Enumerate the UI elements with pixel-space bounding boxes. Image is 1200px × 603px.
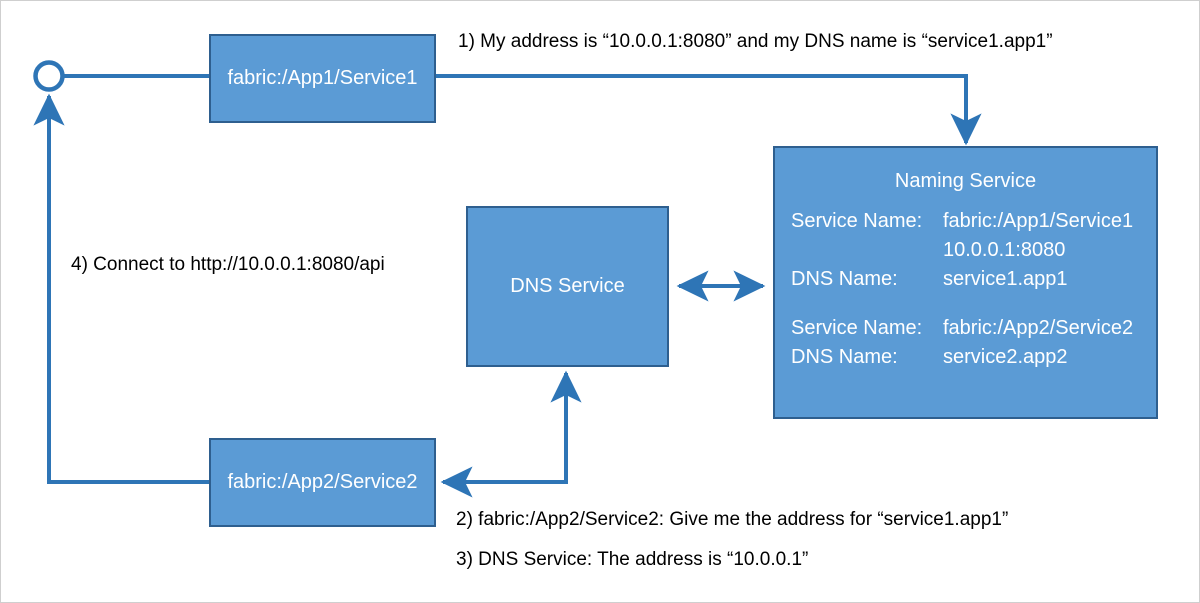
annotation-step-1: 1) My address is “10.0.0.1:8080” and my … — [458, 31, 1053, 52]
naming-record-2-service-name-value: fabric:/App2/Service2 — [943, 317, 1134, 339]
naming-record-1-dns-name: DNS Name: service1.app1 — [791, 265, 1156, 294]
annotation-step-2: 2) fabric:/App2/Service2: Give me the ad… — [456, 509, 1009, 530]
node-service2-label: fabric:/App2/Service2 — [227, 471, 418, 493]
node-dns-service-label: DNS Service — [510, 275, 625, 297]
connector-service2-to-dns — [440, 370, 582, 498]
naming-record-1-dns-name-value: service1.app1 — [943, 268, 1068, 290]
naming-record-2-service-name-key: Service Name: — [791, 317, 923, 339]
node-naming-service-title: Naming Service — [894, 170, 1037, 192]
naming-record-1-address: 10.0.0.1:8080 — [791, 236, 1156, 265]
naming-record-1-dns-name-key: DNS Name: — [791, 268, 898, 290]
node-naming-service[interactable]: Naming Service Service Name: fabric:/App… — [773, 146, 1158, 419]
naming-record-1-service-name-key: Service Name: — [791, 210, 923, 232]
naming-record-2-service-name: Service Name: fabric:/App2/Service2 — [791, 314, 1156, 343]
naming-record-1: Service Name: fabric:/App1/Service1 10.0… — [775, 207, 1156, 294]
annotation-step-4: 4) Connect to http://10.0.0.1:8080/api — [71, 254, 385, 275]
naming-record-2-dns-name-value: service2.app2 — [943, 346, 1068, 368]
naming-record-1-address-key — [791, 236, 943, 265]
connector-service1-to-naming — [436, 74, 982, 146]
naming-record-2-dns-name-key: DNS Name: — [791, 346, 898, 368]
node-service2[interactable]: fabric:/App2/Service2 — [209, 438, 436, 527]
connector-service2-to-endpoint — [33, 93, 209, 484]
naming-record-1-service-name: Service Name: fabric:/App1/Service1 — [791, 207, 1156, 236]
naming-record-1-address-value: 10.0.0.1:8080 — [943, 239, 1066, 261]
annotation-step-3: 3) DNS Service: The address is “10.0.0.1… — [456, 549, 809, 570]
naming-record-2: Service Name: fabric:/App2/Service2 DNS … — [775, 314, 1156, 372]
client-endpoint-circle — [33, 60, 65, 92]
naming-record-separator — [775, 294, 1156, 314]
naming-record-1-service-name-value: fabric:/App1/Service1 — [943, 210, 1134, 232]
node-dns-service[interactable]: DNS Service — [466, 206, 669, 367]
node-service1[interactable]: fabric:/App1/Service1 — [209, 34, 436, 123]
node-service1-label: fabric:/App1/Service1 — [227, 67, 418, 89]
naming-record-2-dns-name: DNS Name: service2.app2 — [791, 343, 1156, 372]
